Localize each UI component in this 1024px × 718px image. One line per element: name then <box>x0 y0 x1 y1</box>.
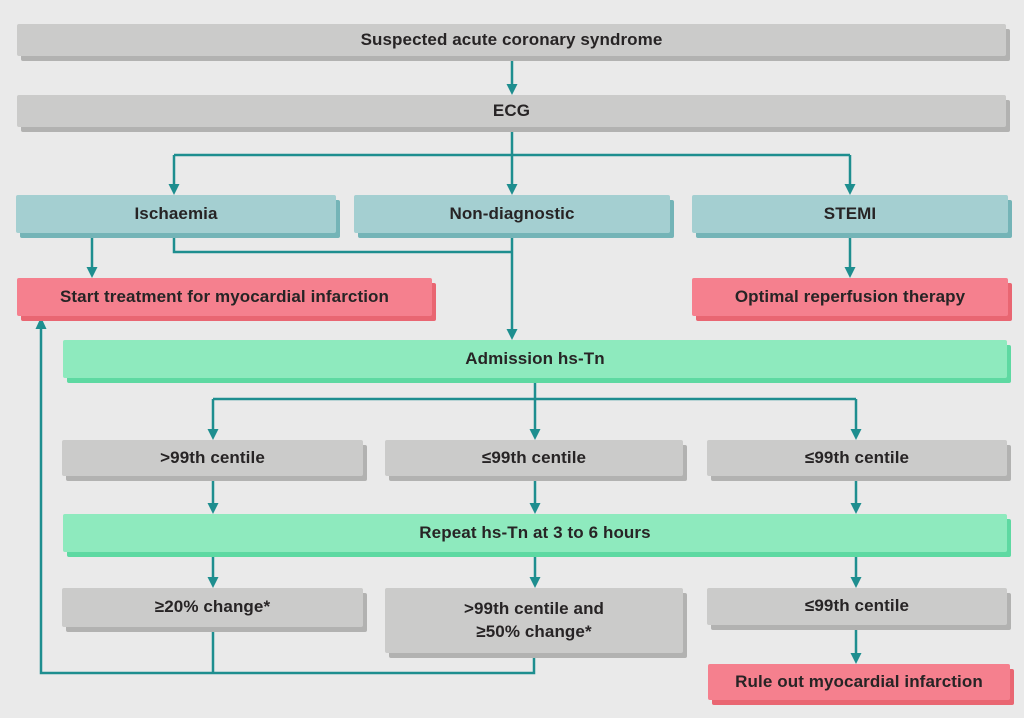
node-change-ge20: ≥20% change* <box>62 588 363 627</box>
node-optimal-reperfusion: Optimal reperfusion therapy <box>692 278 1008 316</box>
node-admission-le99-mid: ≤99th centile <box>385 440 683 476</box>
edge-admission-branch <box>211 378 858 432</box>
edge-repeat-results <box>211 552 858 580</box>
node-ecg: ECG <box>17 95 1006 127</box>
edge-ecg-branch <box>172 127 852 187</box>
edge-ischaemia-join <box>172 233 512 254</box>
node-gt99-and-change-ge50-line1: >99th centile and <box>463 598 605 618</box>
node-admission-gt99: >99th centile <box>62 440 363 476</box>
edge-feedback-start-treatment <box>39 328 536 675</box>
node-ischaemia: Ischaemia <box>16 195 336 233</box>
node-suspected-acs: Suspected acute coronary syndrome <box>17 24 1006 56</box>
node-repeat-hstn: Repeat hs-Tn at 3 to 6 hours <box>63 514 1007 552</box>
node-start-treatment: Start treatment for myocardial infarctio… <box>17 278 432 316</box>
flow-edges <box>35 56 862 675</box>
node-gt99-and-change-ge50: >99th centile and ≥50% change* <box>385 588 683 653</box>
node-non-diagnostic: Non-diagnostic <box>354 195 670 233</box>
node-admission-le99-right: ≤99th centile <box>707 440 1007 476</box>
edge-centiles-repeat <box>211 476 858 506</box>
node-gt99-and-change-ge50-line2: ≥50% change* <box>476 621 592 641</box>
node-stemi: STEMI <box>692 195 1008 233</box>
node-repeat-le99: ≤99th centile <box>707 588 1007 625</box>
node-rule-out: Rule out myocardial infarction <box>708 664 1010 700</box>
node-admission-hstn: Admission hs-Tn <box>63 340 1007 378</box>
